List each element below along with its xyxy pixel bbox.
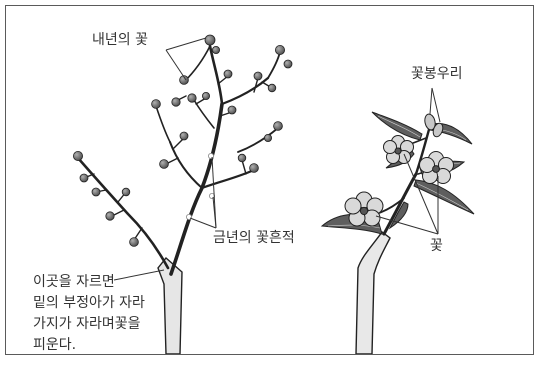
bud bbox=[79, 173, 89, 183]
bud bbox=[187, 93, 197, 103]
inner-left-stem bbox=[169, 141, 203, 189]
inner-left-twig bbox=[155, 105, 171, 143]
bud bbox=[179, 131, 189, 141]
right-upper-stem bbox=[267, 51, 281, 79]
flower-top bbox=[383, 135, 414, 164]
bud bbox=[151, 99, 161, 109]
diagram-frame: 내년의 꽃 금년의 꽃흔적 이곳을 자르면 밑의 부정아가 자라 가지가 자라며… bbox=[5, 5, 534, 355]
label-flower: 꽃 bbox=[430, 238, 443, 254]
left-buds bbox=[73, 34, 293, 247]
bud bbox=[249, 163, 259, 173]
bud bbox=[223, 69, 233, 79]
flower-low bbox=[344, 191, 384, 227]
bud bbox=[274, 45, 285, 56]
left-leader-lines bbox=[113, 37, 217, 281]
left-long-stem bbox=[76, 156, 170, 270]
scar bbox=[207, 152, 214, 159]
bud bbox=[204, 34, 216, 46]
bud bbox=[263, 133, 272, 142]
bud bbox=[159, 159, 169, 169]
right-low-stem bbox=[200, 168, 256, 190]
illustration bbox=[73, 34, 475, 354]
bud bbox=[201, 92, 210, 101]
bud bbox=[253, 71, 263, 81]
right-trunk bbox=[355, 231, 391, 354]
flower-bud bbox=[424, 113, 436, 131]
pruning-note-line: 가지가 자라며꽃을 bbox=[33, 316, 141, 332]
label-pruning-note: 이곳을 자르면 밑의 부정아가 자라 가지가 자라며꽃을 피운다. bbox=[33, 272, 173, 354]
bud bbox=[267, 83, 277, 93]
bud bbox=[171, 97, 181, 107]
bud bbox=[129, 237, 139, 247]
right-mid-stem bbox=[220, 76, 270, 106]
bud bbox=[283, 59, 293, 69]
bud bbox=[73, 150, 84, 161]
bud bbox=[237, 153, 247, 163]
right-branch bbox=[320, 87, 475, 354]
right-branch-twig bbox=[237, 127, 279, 153]
mid-twig bbox=[193, 99, 215, 129]
bud bbox=[179, 75, 189, 85]
bud bbox=[91, 187, 101, 197]
pruning-note-line: 피운다. bbox=[33, 337, 77, 353]
top-left-stem bbox=[183, 45, 211, 83]
bud bbox=[227, 105, 237, 115]
bud bbox=[105, 211, 115, 221]
bud bbox=[121, 187, 131, 197]
right-leader-lines bbox=[375, 87, 441, 235]
label-this-year-flower-scar: 금년의 꽃흔적 bbox=[213, 230, 295, 246]
label-next-year-flower: 내년의 꽃 bbox=[92, 32, 148, 48]
label-flower-bud: 꽃봉우리 bbox=[411, 66, 463, 82]
pruning-note-line: 이곳을 자르면 bbox=[33, 274, 115, 290]
bud bbox=[273, 121, 283, 131]
flower-bud bbox=[432, 122, 444, 138]
flower-mid bbox=[419, 151, 454, 184]
pruning-note-line: 밑의 부정아가 자라 bbox=[33, 295, 145, 311]
upper-stem bbox=[208, 44, 224, 106]
left-trunk bbox=[157, 256, 183, 354]
bud bbox=[211, 46, 220, 55]
